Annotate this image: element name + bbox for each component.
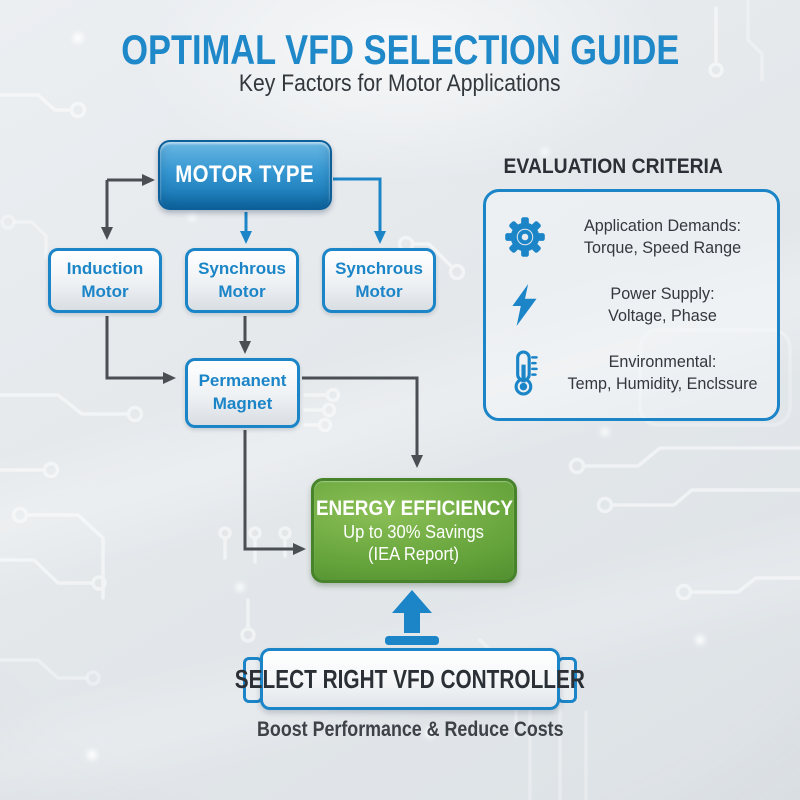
controller-tagline: Boost Performance & Reduce Costs [210,718,610,742]
evaluation-item-text: Environmental: Temp, Humidity, Enclssure [556,351,769,395]
page-title-text: OPTIMAL VFD SELECTION GUIDE [120,26,680,73]
evaluation-item-power: Power Supply: Voltage, Phase [494,272,769,338]
energy-efficiency-box: ENERGY EFFICIENCY Up to 30% Savings (IEA… [311,478,517,583]
induction-motor-label: Induction Motor [66,258,144,301]
evaluation-item-text: Power Supply: Voltage, Phase [556,283,769,327]
permanent-magnet-label: Permanent Magnet [198,371,287,413]
motor-type-box: MOTOR TYPE [158,140,332,210]
induction-motor-box: Induction Motor [48,248,162,313]
energy-efficiency-title: ENERGY EFFICIENCY [315,496,513,520]
permanent-magnet-box: Permanent Magnet [185,358,300,428]
page-subtitle: Key Factors for Motor Applications [0,70,800,98]
evaluation-item-environmental: Environmental: Temp, Humidity, Enclssure [494,340,769,406]
evaluation-criteria-panel: Application Demands: Torque, Speed Range… [483,189,780,421]
synchrous-motor-label-2: Synchrous Motor [335,258,423,301]
vfd-controller-box: SELECT RIGHT VFD CONTROLLER [235,648,585,710]
lightning-icon [494,284,556,326]
energy-source-line: (IEA Report) [368,543,460,564]
power-supply-line: Power Supply: [610,283,715,303]
evaluation-item-text: Application Demands: Torque, Speed Range [556,215,769,259]
voltage-phase-line: Voltage, Phase [608,306,717,325]
synchrous-motor-box-1: Synchrous Motor [185,248,299,313]
evaluation-criteria-heading: EVALUATION CRITERIA [463,155,763,179]
up-arrow-icon [385,590,439,645]
gear-icon [494,215,556,259]
thermometer-icon [494,350,556,396]
controller-tagline-text: Boost Performance & Reduce Costs [256,718,564,741]
application-demands-line: Application Demands: [583,215,742,235]
vfd-controller-label: SELECT RIGHT VFD CONTROLLER [234,663,586,694]
synchrous-motor-label-1: Synchrous Motor [198,258,286,301]
temp-humidity-line: Temp, Humidity, Enclssure [567,374,758,393]
evaluation-item-application: Application Demands: Torque, Speed Range [494,204,769,270]
environmental-line: Environmental: [608,351,717,371]
torque-speed-line: Torque, Speed Range [583,238,742,257]
synchrous-motor-box-2: Synchrous Motor [322,248,436,313]
page-subtitle-text: Key Factors for Motor Applications [239,70,561,97]
page-title: OPTIMAL VFD SELECTION GUIDE [0,26,800,74]
evaluation-criteria-heading-text: EVALUATION CRITERIA [503,155,723,178]
energy-savings-line: Up to 30% Savings [343,521,485,542]
motor-type-label: MOTOR TYPE [175,161,315,188]
